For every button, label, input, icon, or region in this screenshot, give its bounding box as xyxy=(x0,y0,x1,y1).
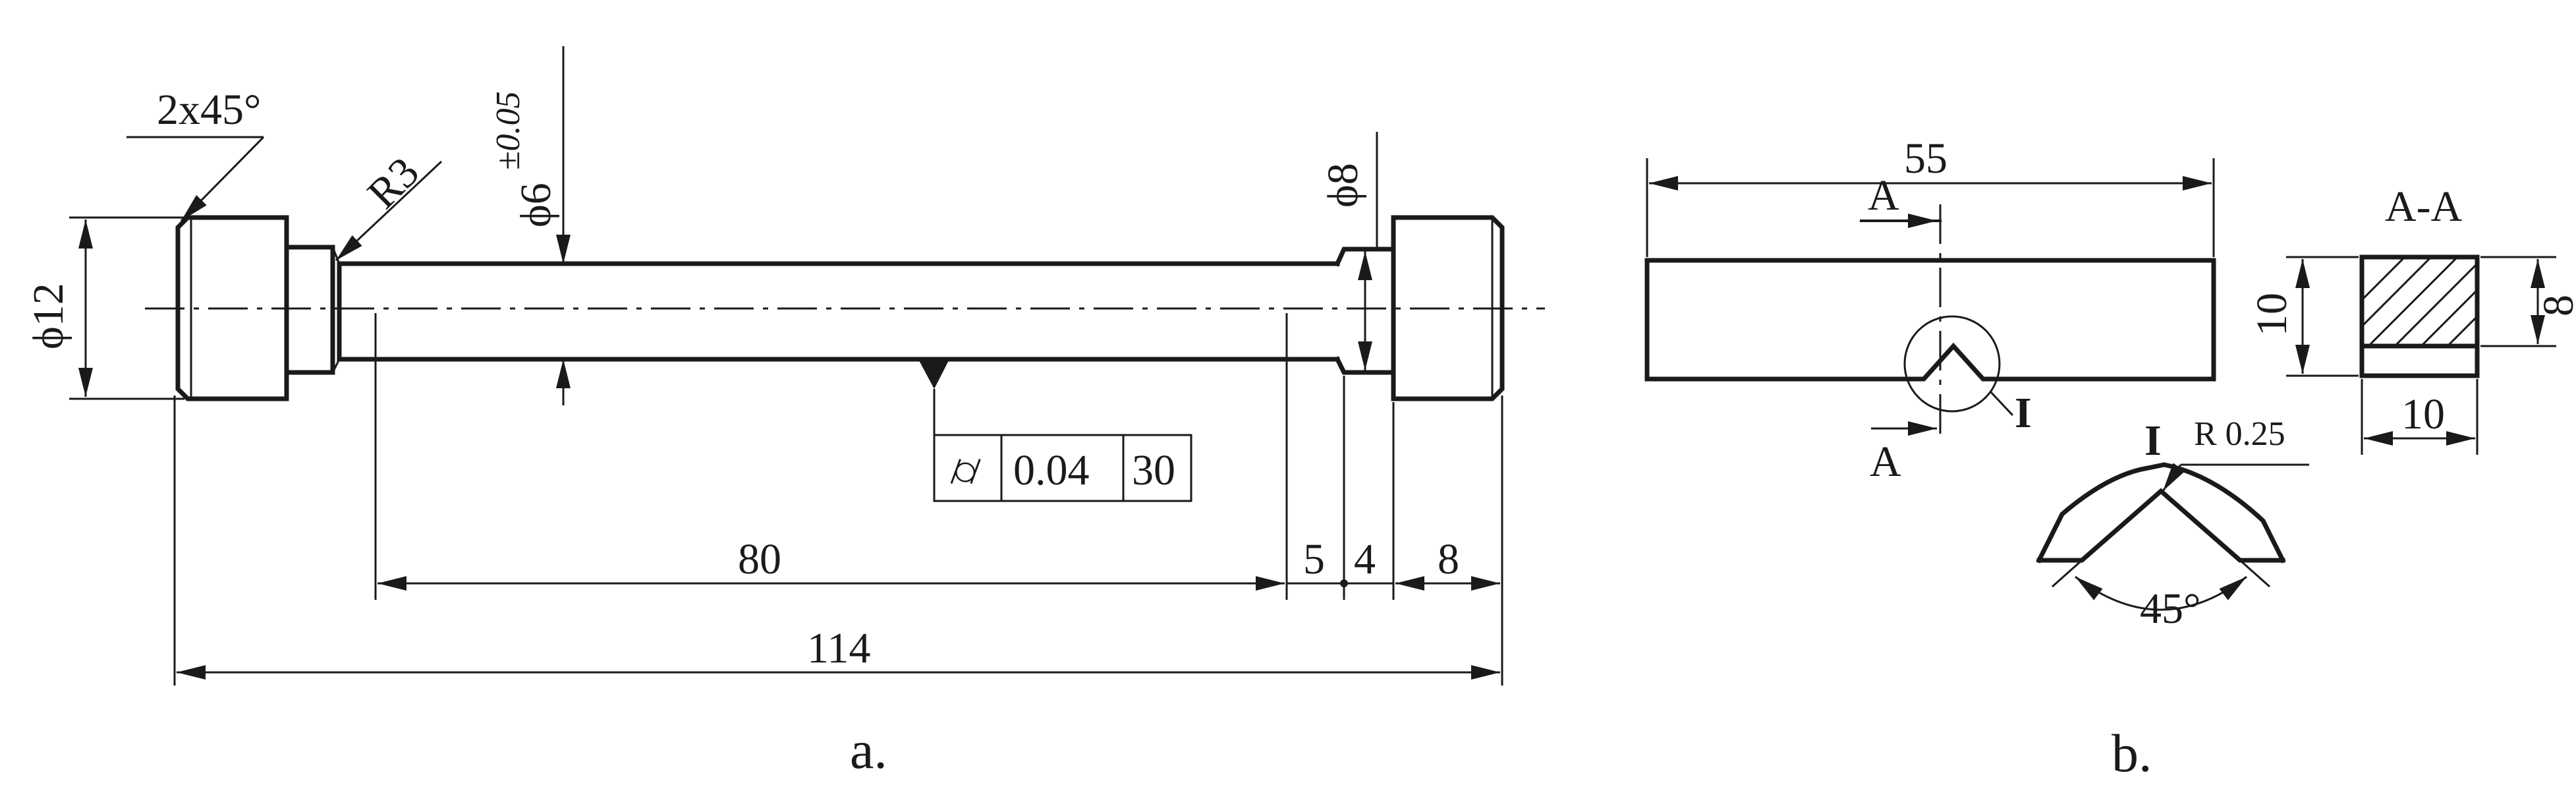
notch-radius-label: R 0.25 xyxy=(2194,415,2285,453)
dim-114-label: 114 xyxy=(807,624,871,672)
detail-ref-label: I xyxy=(2015,389,2032,437)
dim-dia-8: ϕ8 xyxy=(1319,132,1378,370)
specimen-b-outline xyxy=(1644,258,2216,382)
detail-notch-profile xyxy=(2036,462,2286,564)
dim-radius-r3: R3 xyxy=(335,148,443,262)
detail-notch-v xyxy=(2036,488,2285,563)
dim-section-10-label: 10 xyxy=(2401,390,2445,438)
cut-label-top: A xyxy=(1868,171,1899,220)
left-shoulder xyxy=(284,245,335,375)
detail-title: I xyxy=(2144,417,2162,465)
chamfer-label: 2x45° xyxy=(157,86,261,134)
specimen-a xyxy=(145,215,1545,401)
dim-8-label: 8 xyxy=(1438,535,1459,583)
detail-i: I R 0.25 45° xyxy=(2036,415,2309,633)
dim-55-label: 55 xyxy=(1904,134,1947,183)
dia-6-label: ϕ6 xyxy=(512,183,560,227)
tolerance-value: 0.04 xyxy=(1013,446,1090,494)
tolerance-length: 30 xyxy=(1132,446,1175,494)
dim-chain-lower: 80 5 4 8 114 xyxy=(173,313,1503,686)
dim-5-label: 5 xyxy=(1303,535,1325,583)
section-hatching xyxy=(2362,257,2477,346)
dim-dia-12: ϕ12 xyxy=(24,216,184,400)
specimen-b: I A A xyxy=(1644,171,2216,486)
caption-b: b. xyxy=(2112,723,2152,783)
left-head xyxy=(175,215,289,401)
detail-circle xyxy=(1903,315,2001,413)
dim-80-label: 80 xyxy=(738,535,781,583)
dim-height-10-label: 10 xyxy=(2248,293,2296,336)
tolerance-frame: ⌭ 0.04 30 xyxy=(919,361,1192,502)
dim-dia-6: ϕ6 ±0.05 xyxy=(490,46,571,405)
section-aa: A-A 10 8 10 xyxy=(2248,183,2576,455)
tolerance-symbol-icon: ⌭ xyxy=(950,446,981,494)
dia-6-tolerance: ±0.05 xyxy=(490,91,527,170)
section-title: A-A xyxy=(2385,183,2463,231)
notch-angle-label: 45° xyxy=(2140,585,2200,633)
dia-12-label: ϕ12 xyxy=(24,283,72,349)
dim-chamfer: 2x45° xyxy=(126,86,265,222)
caption-a: a. xyxy=(850,720,887,780)
dia-8-label: ϕ8 xyxy=(1319,163,1367,208)
radius-r3-label: R3 xyxy=(358,148,428,218)
dim-55: 55 xyxy=(1646,134,2215,257)
datum-triangle xyxy=(919,361,949,389)
cut-label-bottom: A xyxy=(1870,438,1901,486)
dim-section-8-label: 8 xyxy=(2534,295,2576,316)
dim-4-label: 4 xyxy=(1354,535,1376,583)
